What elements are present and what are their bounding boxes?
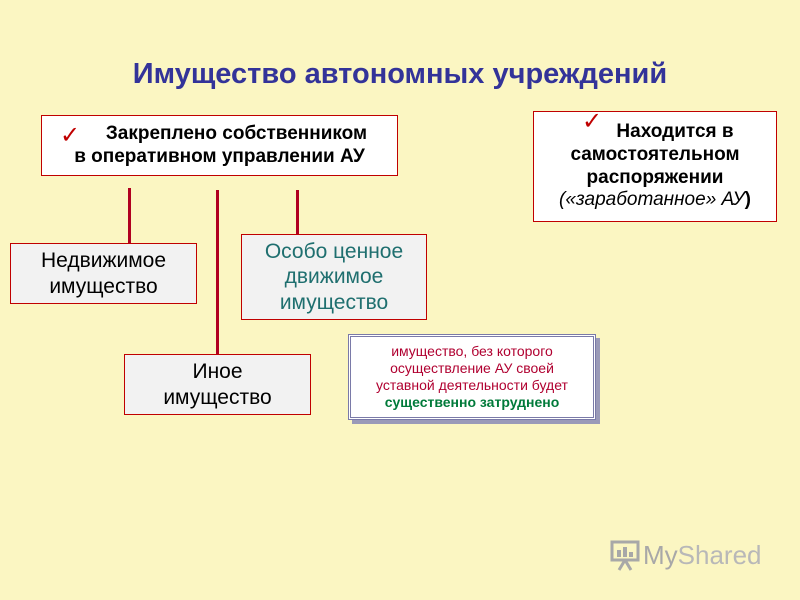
other-line2: имущество [163,385,272,409]
connector-realty [128,188,131,246]
checkmark-icon: ✓ [60,122,81,149]
presentation-board-icon [610,540,640,571]
realty-line2: имущество [49,274,158,298]
valuable-movable-box: Особо ценное движимое имущество [241,234,427,320]
definition-note-box: имущество, без которого осуществление АУ… [348,334,596,420]
independent-box-line3: распоряжении [586,166,724,188]
closing-paren: ) [744,189,751,211]
connector-valuable [296,190,299,236]
valuable-line1: Особо ценное [264,240,404,264]
note-line4: существенно затруднено [384,393,560,410]
note-line2: осуществление АУ своей [390,360,554,377]
other-property-box: Иное имущество [124,354,311,415]
independent-box-line4: («заработанное» АУ) [559,189,751,212]
watermark-my: My [643,539,678,570]
note-line1: имущество, без которого [391,343,553,360]
valuable-line2: движимое [284,265,384,289]
note-line3: уставной деятельности будет [376,377,568,393]
independent-box-line1: Находится в [616,120,734,142]
page-title: Имущество автономных учреждений [132,58,668,90]
realty-box: Недвижимое имущество [10,243,197,304]
watermark-shared: Shared [677,539,762,570]
checkmark-icon: ✓ [582,108,603,135]
realty-line1: Недвижимое [40,249,167,273]
fixed-box-line2: в оперативном управлении АУ [74,145,365,167]
other-line1: Иное [192,360,243,384]
fixed-property-box: ✓ Закреплено собственником в оперативном… [41,115,398,176]
connector-other [216,190,219,356]
independent-box-line2: самостоятельном [570,143,740,165]
independent-property-box: ✓ Находится в самостоятельном распоряжен… [533,108,777,222]
fixed-box-line1: Закреплено собственником [105,122,368,144]
valuable-line3: имущество [279,290,389,314]
earned-label: («заработанное» АУ [559,189,745,211]
